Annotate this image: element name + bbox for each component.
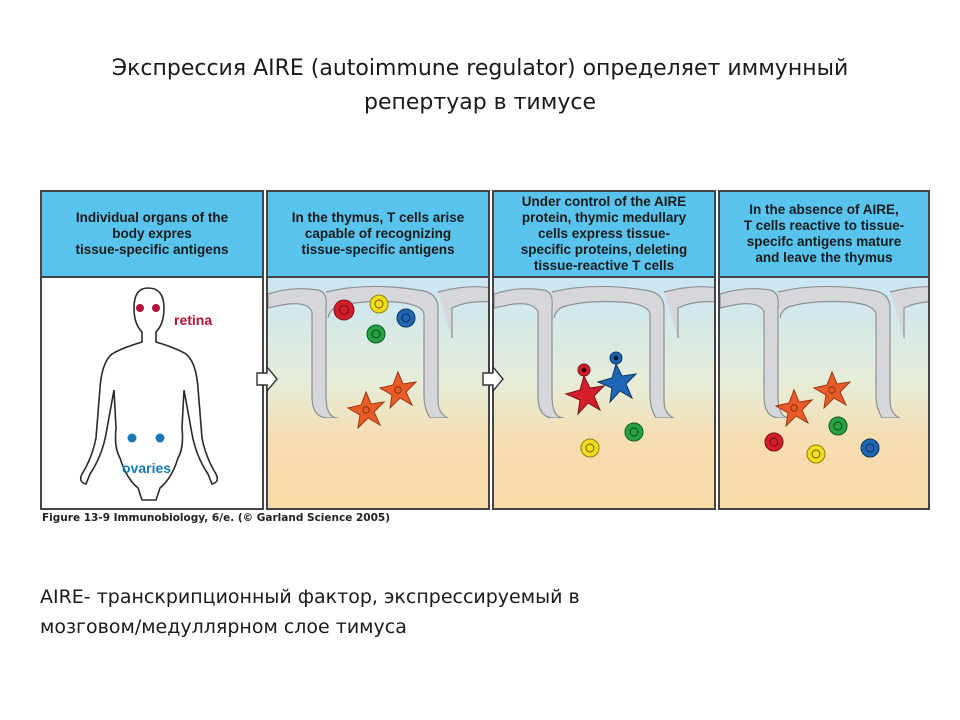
panel-no-aire: In the absence of AIRE, T cells reactive… bbox=[718, 190, 930, 510]
t-cell-yellow bbox=[369, 294, 389, 314]
retina-label: retina bbox=[174, 312, 213, 328]
bottom-line-2: мозговом/медуллярном слое тимуса bbox=[40, 616, 407, 638]
panel-3-header: Under control of the AIRE protein, thymi… bbox=[494, 192, 714, 278]
figure-caption: Figure 13-9 Immunobiology, 6/e. (© Garla… bbox=[42, 512, 391, 524]
title-line-1: Экспрессия AIRE (autoimmune regulator) о… bbox=[111, 56, 849, 81]
panel-4-header: In the absence of AIRE, T cells reactive… bbox=[720, 192, 928, 278]
stellate-cell-red-bound bbox=[564, 363, 606, 416]
right-arrow-icon bbox=[256, 366, 278, 392]
t-cell-yellow bbox=[580, 438, 600, 458]
ovaries-label: ovaries bbox=[122, 460, 172, 476]
t-cell-green bbox=[366, 324, 386, 344]
no-aire-tissue-scene bbox=[720, 278, 928, 508]
t-cell-red bbox=[764, 432, 784, 452]
aire-description: AIRE- транскрипционный фактор, экспресси… bbox=[40, 582, 920, 642]
panel-aire-control: Under control of the AIRE protein, thymi… bbox=[492, 190, 716, 510]
panel-thymus: In the thymus, T cells arise capable of … bbox=[266, 190, 490, 510]
aire-tissue-scene bbox=[494, 278, 714, 508]
t-cell-green bbox=[828, 416, 848, 436]
stellate-cell-blue-bound bbox=[596, 351, 638, 404]
t-cell-green bbox=[624, 422, 644, 442]
t-cell-red bbox=[333, 299, 355, 321]
title-line-2: репертуар в тимусе bbox=[364, 90, 596, 115]
panel-1-header: Individual organs of the body expres tis… bbox=[42, 192, 262, 278]
t-cell-blue bbox=[396, 308, 416, 328]
aire-figure: Individual organs of the body expres tis… bbox=[40, 190, 930, 512]
bottom-line-1: AIRE- транскрипционный фактор, экспресси… bbox=[40, 586, 580, 608]
thymus-tissue-scene bbox=[268, 278, 488, 508]
panel-2-header: In the thymus, T cells arise capable of … bbox=[268, 192, 488, 278]
right-arrow-icon bbox=[482, 366, 504, 392]
slide-title: Экспрессия AIRE (autoimmune regulator) о… bbox=[40, 52, 920, 120]
t-cell-yellow bbox=[806, 444, 826, 464]
t-cell-blue bbox=[860, 438, 880, 458]
human-body-outline-icon bbox=[79, 287, 219, 501]
panel-organs: Individual organs of the body expres tis… bbox=[40, 190, 264, 510]
